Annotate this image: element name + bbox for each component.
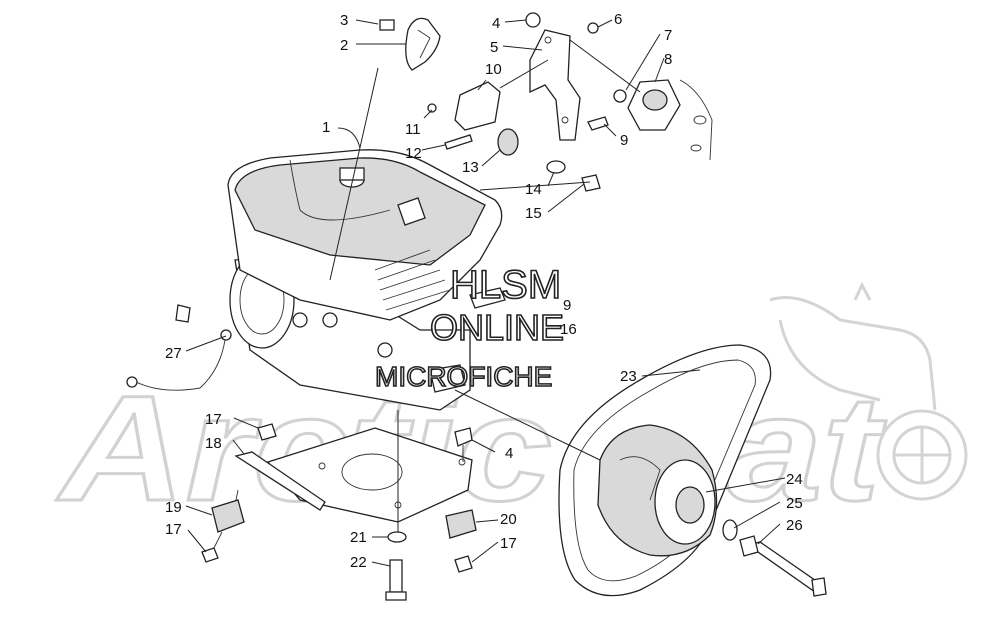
isolator-icon: [211, 499, 245, 533]
spark-plug-boot-icon: [397, 197, 426, 226]
callout-17-right: 17: [500, 535, 517, 552]
callout-17-left-top: 17: [205, 411, 222, 428]
callout-16: 16: [560, 321, 577, 338]
ground-wire: [126, 304, 232, 391]
callout-23: 23: [620, 368, 637, 385]
base-plate-assembly: [201, 423, 477, 601]
watermark-line-2: ONLINE: [430, 307, 564, 348]
callout-20: 20: [500, 511, 517, 528]
callout-3: 3: [340, 12, 348, 29]
clutch-belt-assembly: [558, 344, 827, 597]
callout-4-bottom: 4: [505, 445, 513, 462]
callout-1: 1: [322, 119, 330, 136]
callout-21: 21: [350, 529, 367, 546]
clutch-bolt-icon: [746, 541, 824, 593]
callout-26: 26: [786, 517, 803, 534]
callout-15: 15: [525, 205, 542, 222]
engine-assembly: [227, 149, 506, 411]
callout-2: 2: [340, 37, 348, 54]
callout-4: 4: [492, 15, 500, 32]
hlsm-watermark: HLSM ONLINE MICROFICHE: [374, 262, 565, 393]
callout-10: 10: [485, 61, 502, 78]
callout-17-left-bottom: 17: [165, 521, 182, 538]
mount-plate-icon: [454, 81, 501, 131]
callout-14: 14: [525, 181, 542, 198]
callout-11: 11: [405, 121, 421, 138]
callout-24: 24: [786, 471, 803, 488]
callout-7: 7: [664, 27, 672, 44]
clip-icon: [379, 19, 395, 31]
leader-lines: [185, 19, 786, 567]
bracket-icon: [529, 29, 581, 141]
callout-5: 5: [490, 39, 498, 56]
callout-8: 8: [664, 51, 672, 68]
callout-12: 12: [405, 145, 422, 162]
callout-19: 19: [165, 499, 182, 516]
callout-27: 27: [165, 345, 182, 362]
callout-25: 25: [786, 495, 803, 512]
callout-6: 6: [614, 11, 622, 28]
bushing-icon: [497, 128, 519, 156]
callout-9-mid: 9: [563, 297, 571, 314]
callout-9-top: 9: [620, 132, 628, 149]
cooling-fins: [374, 249, 451, 311]
watermark-line-3: MICROFICHE: [375, 361, 552, 392]
watermark-line-1: HLSM: [450, 263, 561, 307]
callout-18: 18: [205, 435, 222, 452]
callout-13: 13: [462, 159, 479, 176]
starter-handle-icon: [405, 17, 441, 71]
motorcycle-logo-icon: [769, 281, 968, 501]
callout-22: 22: [350, 554, 367, 571]
callout-labels: 1 2 3 4 5 6 7 8 9 9 10 11 12 13 14 15 16…: [165, 11, 803, 571]
top-hardware: [379, 12, 713, 192]
